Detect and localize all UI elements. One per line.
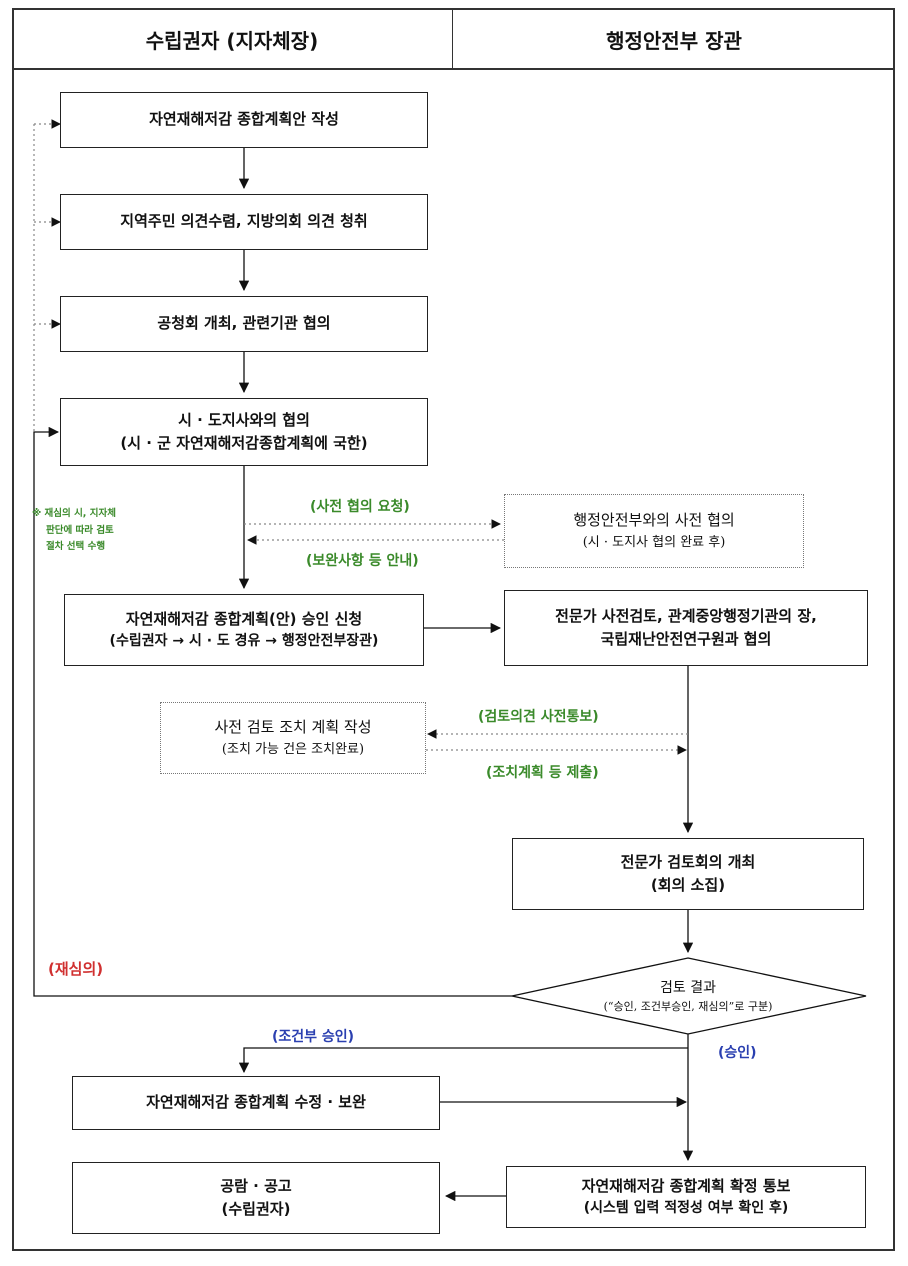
note-line2: 판단에 따라 검토: [46, 524, 114, 536]
box-revise: 자연재해저감 종합계획 수정 · 보완: [72, 1076, 440, 1130]
box-confirm: 자연재해저감 종합계획 확정 통보 (시스템 입력 적정성 여부 확인 후): [506, 1166, 866, 1228]
box-province-line1: 시 · 도지사와의 협의: [178, 410, 310, 429]
box-province: 시 · 도지사와의 협의 (시 · 군 자연재해저감종합계획에 국한): [60, 398, 428, 466]
box-action-plan-line2: (조치 가능 건은 조치완료): [221, 741, 365, 757]
box-expert-pre-line1: 전문가 사전검토, 관계중앙행정기관의 장,: [555, 606, 817, 625]
box-expert-pre: 전문가 사전검토, 관계중앙행정기관의 장, 국립재난안전연구원과 협의: [504, 590, 868, 666]
box-draft-text: 자연재해저감 종합계획안 작성: [149, 110, 339, 129]
arrow-reconsider: [33, 426, 512, 997]
box-result: 검토 결과 (“승인, 조건부승인, 재심의”로 구분): [560, 972, 816, 1020]
label-supplement: (보완사항 등 안내): [306, 553, 419, 569]
box-review-meeting-line1: 전문가 검토회의 개최: [620, 852, 756, 871]
arrow-conditional: [238, 1047, 688, 1074]
label-review-notice: (검토의견 사전통보): [478, 709, 599, 725]
box-pre-consult-line2: (시 · 도지사 협의 완료 후): [582, 534, 726, 550]
box-draft: 자연재해저감 종합계획안 작성: [60, 92, 428, 148]
box-opinion: 지역주민 의견수렴, 지방의회 의견 청취: [60, 194, 428, 250]
box-hearing: 공청회 개최, 관련기관 협의: [60, 296, 428, 352]
label-reconsider: (재심의): [48, 960, 104, 978]
box-pre-consult: 행정안전부와의 사전 협의 (시 · 도지사 협의 완료 후): [504, 494, 804, 568]
box-hearing-text: 공청회 개최, 관련기관 협의: [157, 314, 331, 333]
box-result-line2: (“승인, 조건부승인, 재심의”로 구분): [603, 999, 773, 1013]
note-line3: 절차 선택 수행: [46, 541, 106, 553]
label-action-submit: (조치계획 등 제출): [486, 765, 599, 781]
box-apply-line1: 자연재해저감 종합계획(안) 승인 신청: [125, 609, 363, 628]
header-left-title: 수립권자 (지자체장): [145, 28, 319, 53]
box-publish-line2: (수립권자): [221, 1200, 291, 1218]
reconsider-note: ※ 재심의 시, 지자체 판단에 따라 검토 절차 선택 수행: [32, 506, 116, 556]
box-expert-pre-line2: 국립재난안전연구원과 협의: [600, 630, 772, 648]
box-confirm-line2: (시스템 입력 적정성 여부 확인 후): [583, 1199, 789, 1216]
note-line1: ※ 재심의 시, 지자체: [32, 508, 116, 519]
box-action-plan: 사전 검토 조치 계획 작성 (조치 가능 건은 조치완료): [160, 702, 426, 774]
box-action-plan-line1: 사전 검토 조치 계획 작성: [214, 718, 372, 737]
box-opinion-text: 지역주민 의견수렴, 지방의회 의견 청취: [120, 212, 368, 231]
box-confirm-line1: 자연재해저감 종합계획 확정 통보: [581, 1176, 791, 1195]
box-publish-line1: 공람 · 공고: [220, 1176, 292, 1195]
label-conditional: (조건부 승인): [272, 1029, 355, 1045]
label-pre-request: (사전 협의 요청): [310, 499, 410, 515]
diagram-frame: [12, 8, 895, 1251]
header-left: 수립권자 (지자체장): [12, 10, 453, 70]
box-apply-line2: (수립권자 → 시 · 도 경유 → 행정안전부장관): [109, 632, 379, 649]
box-review-meeting: 전문가 검토회의 개최 (회의 소집): [512, 838, 864, 910]
header-right: 행정안전부 장관: [453, 10, 895, 70]
box-result-line1: 검토 결과: [660, 980, 716, 996]
box-publish: 공람 · 공고 (수립권자): [72, 1162, 440, 1234]
label-approval: (승인): [718, 1045, 757, 1061]
box-revise-text: 자연재해저감 종합계획 수정 · 보완: [146, 1093, 366, 1112]
box-pre-consult-line1: 행정안전부와의 사전 협의: [573, 511, 735, 530]
header-right-title: 행정안전부 장관: [606, 28, 742, 53]
box-apply: 자연재해저감 종합계획(안) 승인 신청 (수립권자 → 시 · 도 경유 → …: [64, 594, 424, 666]
box-review-meeting-line2: (회의 소집): [650, 876, 726, 894]
box-province-line2: (시 · 군 자연재해저감종합계획에 국한): [120, 434, 368, 452]
